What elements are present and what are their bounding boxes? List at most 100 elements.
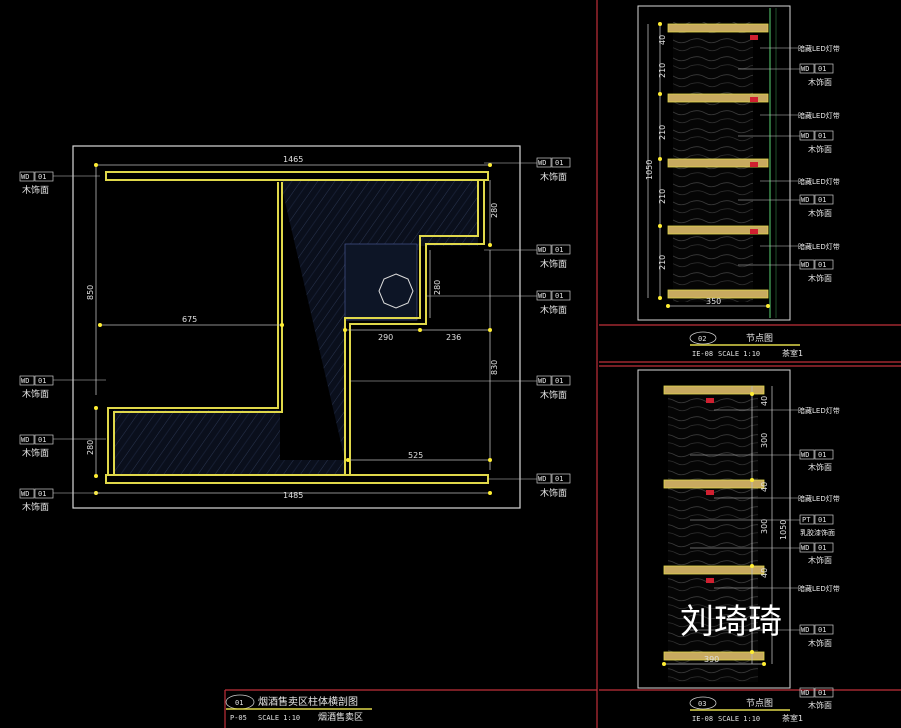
svg-text:乳胶漆饰面: 乳胶漆饰面 [800, 528, 835, 537]
svg-text:茶室1: 茶室1 [782, 713, 803, 723]
svg-text:暗藏LED灯带: 暗藏LED灯带 [798, 406, 840, 415]
svg-text:02: 02 [698, 335, 706, 343]
svg-text:01: 01 [818, 65, 826, 73]
svg-text:暗藏LED灯带: 暗藏LED灯带 [798, 494, 840, 503]
svg-text:01: 01 [555, 246, 563, 254]
svg-text:01: 01 [818, 626, 826, 634]
svg-text:节点图: 节点图 [746, 698, 773, 709]
svg-text:40: 40 [658, 35, 667, 45]
svg-text:木饰面: 木饰面 [808, 555, 832, 565]
dim-top: 1465 [283, 155, 303, 164]
svg-text:01: 01 [555, 159, 563, 167]
detail-03-title-block: 03 节点图 IE-08 SCALE 1:10 茶室1 [689, 696, 803, 723]
detail-03-shelves [663, 385, 765, 661]
svg-text:PT: PT [802, 516, 811, 524]
svg-text:WD: WD [801, 261, 809, 269]
svg-text:390: 390 [704, 655, 719, 664]
svg-text:暗藏LED灯带: 暗藏LED灯带 [798, 177, 840, 186]
plan-frame [72, 145, 521, 509]
svg-text:WD: WD [21, 490, 29, 498]
sheet-borders [224, 0, 901, 728]
svg-text:木饰面: 木饰面 [808, 144, 832, 154]
svg-text:03: 03 [698, 700, 706, 708]
dim-bottom: 1485 [283, 491, 303, 500]
detail-02-wd-tag-1: WD 01 木饰面 [799, 63, 834, 87]
svg-text:01: 01 [818, 196, 826, 204]
svg-text:210: 210 [658, 125, 667, 140]
tag-right-3: WD 01 木饰面 [426, 290, 571, 316]
svg-text:1050: 1050 [645, 160, 654, 180]
svg-text:SCALE 1:10: SCALE 1:10 [718, 350, 760, 358]
svg-text:WD: WD [538, 159, 546, 167]
svg-text:木饰面: 木饰面 [808, 208, 832, 218]
svg-text:暗藏LED灯带: 暗藏LED灯带 [798, 242, 840, 251]
svg-text:300: 300 [760, 519, 769, 534]
detail-02-led-markers [750, 35, 758, 234]
svg-text:WD: WD [801, 196, 809, 204]
svg-text:木饰面: 木饰面 [808, 273, 832, 283]
svg-text:01: 01 [818, 544, 826, 552]
column-octagon-icon [378, 273, 414, 309]
svg-text:木饰面: 木饰面 [540, 258, 567, 270]
svg-text:WD: WD [538, 475, 546, 483]
detail-02-shelves [667, 23, 769, 299]
svg-text:WD: WD [801, 132, 809, 140]
detail-02-tags [738, 47, 800, 266]
svg-text:木饰面: 木饰面 [808, 77, 832, 87]
svg-text:木饰面: 木饰面 [540, 487, 567, 499]
detail-02-wd-tag-2: WD 01 木饰面 [799, 130, 834, 154]
detail-03-wd-tag-1: WD 01 木饰面 [799, 449, 834, 472]
detail-02-wd-tag-3: WD 01 木饰面 [799, 194, 834, 218]
svg-text:40: 40 [760, 482, 769, 492]
svg-text:木饰面: 木饰面 [808, 462, 832, 472]
svg-text:暗藏LED灯带: 暗藏LED灯带 [798, 44, 840, 53]
svg-text:01: 01 [38, 490, 46, 498]
svg-text:暗藏LED灯带: 暗藏LED灯带 [798, 584, 840, 593]
svg-text:WD: WD [21, 377, 29, 385]
tag-left-2: WD 01 木饰面 [19, 375, 106, 400]
plan-scale: SCALE 1:10 [258, 714, 300, 722]
svg-text:01: 01 [818, 516, 826, 524]
svg-text:01: 01 [38, 173, 46, 181]
svg-text:木饰面: 木饰面 [808, 700, 832, 710]
svg-text:210: 210 [658, 189, 667, 204]
svg-text:WD: WD [538, 246, 546, 254]
tag-left-4: WD 01 木饰面 [19, 488, 100, 513]
svg-text:WD: WD [801, 451, 809, 459]
detail-03-led-markers [706, 398, 714, 583]
svg-text:40: 40 [760, 568, 769, 578]
plan-title: 烟酒售卖区柱体横剖图 [258, 695, 358, 708]
detail-02: 40 210 210 210 210 1050 350 暗藏LED灯带 暗藏LE… [637, 5, 840, 358]
svg-text:WD: WD [21, 436, 29, 444]
svg-text:01: 01 [818, 261, 826, 269]
svg-text:木饰面: 木饰面 [540, 304, 567, 316]
detail-03-wd-tag-4: WD 01 木饰面 [799, 687, 834, 710]
svg-text:300: 300 [760, 433, 769, 448]
plan-section: 1465 1485 850 675 280 280 290 236 830 52… [19, 145, 571, 723]
svg-text:WD: WD [538, 377, 546, 385]
plan-sheet: P-05 [230, 714, 247, 722]
dim-left: 850 [86, 285, 95, 300]
svg-text:SCALE 1:10: SCALE 1:10 [718, 715, 760, 723]
dim-right-height: 830 [490, 360, 499, 375]
tag-left-1: WD 01 木饰面 [19, 171, 100, 196]
svg-text:01: 01 [555, 292, 563, 300]
watermark: 刘琦琦 [680, 602, 782, 642]
svg-text:木饰面: 木饰面 [22, 184, 49, 196]
svg-text:01: 01 [38, 377, 46, 385]
svg-text:01: 01 [818, 689, 826, 697]
tag-right-2: WD 01 木饰面 [484, 244, 571, 270]
dim-inner-width: 675 [182, 315, 197, 324]
plan-area: 烟酒售卖区 [318, 711, 363, 723]
svg-text:WD: WD [801, 689, 809, 697]
tag-left-3: WD 01 木饰面 [19, 434, 106, 459]
detail-02-title-block: 02 节点图 IE-08 SCALE 1:10 茶室1 [689, 331, 803, 358]
svg-text:木饰面: 木饰面 [540, 389, 567, 401]
tag-right-1: WD 01 木饰面 [484, 157, 571, 183]
svg-text:350: 350 [706, 297, 721, 306]
svg-text:WD: WD [801, 626, 809, 634]
svg-text:WD: WD [801, 65, 809, 73]
tag-right-4: WD 01 木饰面 [350, 375, 571, 401]
tag-right-5: WD 01 木饰面 [488, 473, 571, 499]
